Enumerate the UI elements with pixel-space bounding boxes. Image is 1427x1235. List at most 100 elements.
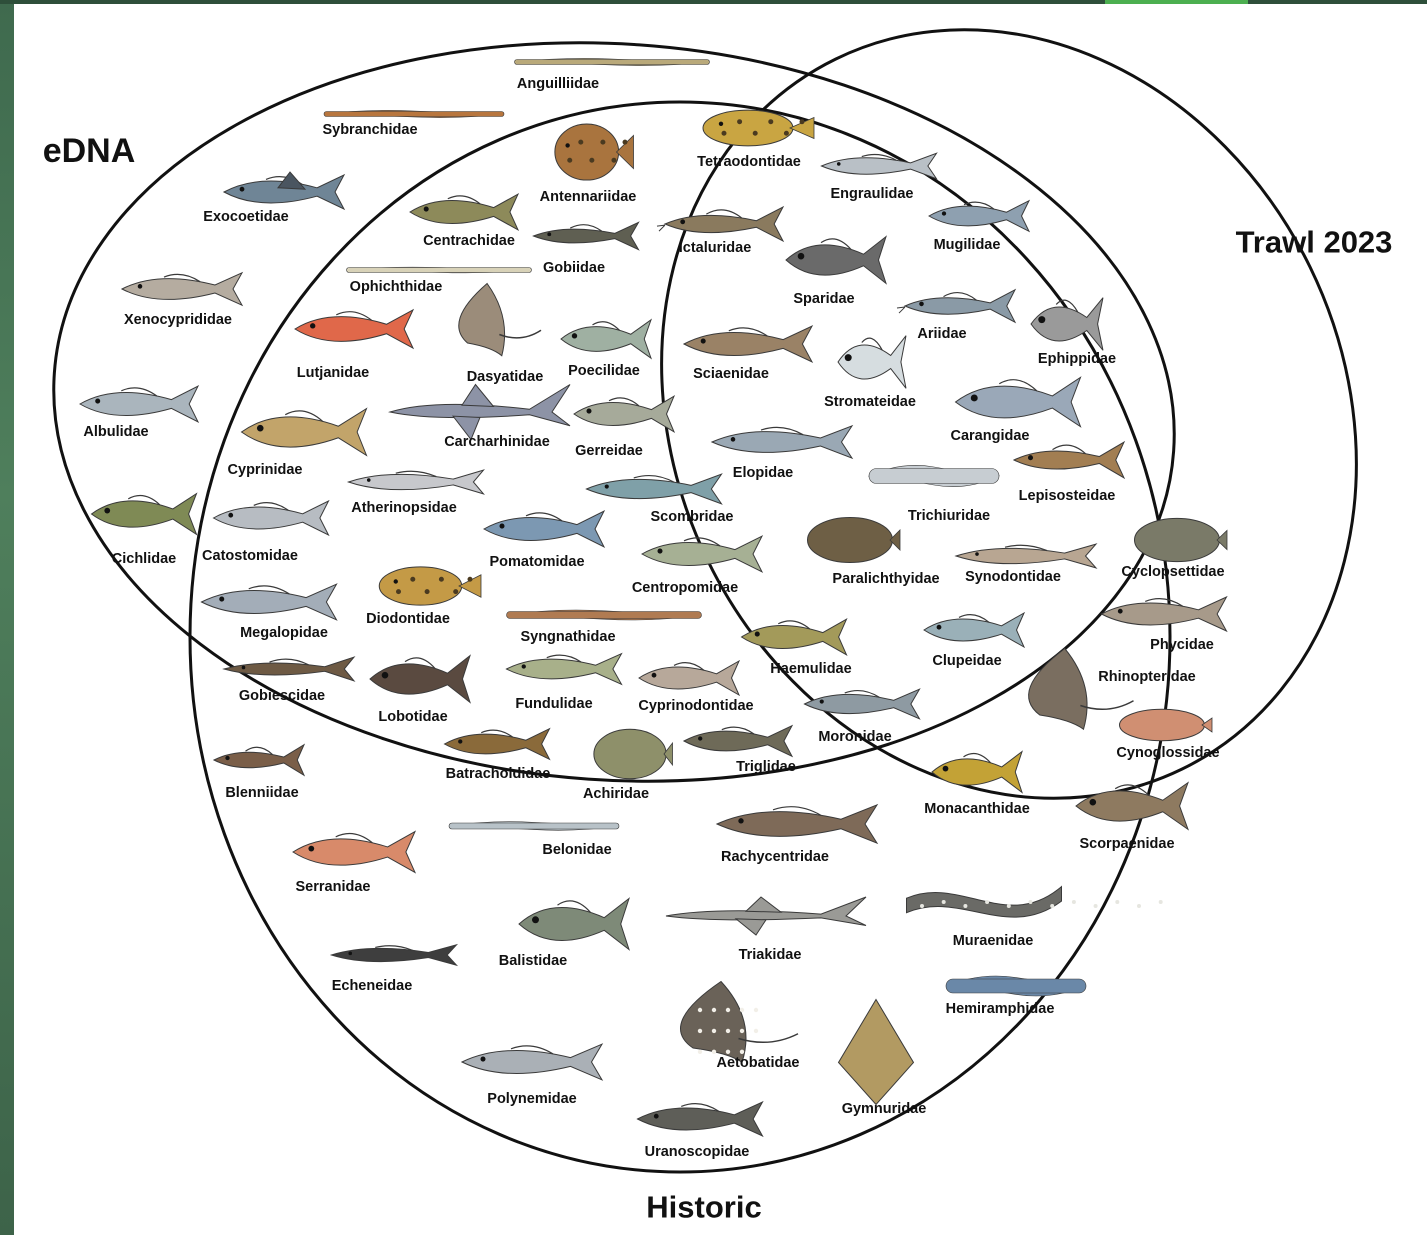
ariidae-catfish-icon	[897, 290, 1015, 322]
family-label-achiridae: Achiridae	[583, 787, 649, 802]
ictaluridae-catfish-icon	[657, 207, 783, 241]
anguilliidae-eel-icon	[515, 58, 710, 65]
cynoglossidae-flatfish-icon	[1120, 709, 1213, 741]
family-label-gerreidae: Gerreidae	[575, 444, 643, 459]
family-label-centrachidae: Centrachidae	[423, 234, 515, 249]
family-label-carangidae: Carangidae	[951, 429, 1030, 444]
triakidae-shark-icon	[666, 897, 866, 935]
family-label-gymnuridae: Gymnuridae	[842, 1102, 927, 1117]
family-label-balistidae: Balistidae	[499, 954, 568, 969]
family-label-rhinopteridae: Rhinopteridae	[1098, 670, 1195, 685]
blenniidae-goby-icon	[214, 745, 304, 776]
trichiuridae-eel-icon	[869, 465, 999, 486]
family-label-carcharhinidae: Carcharhinidae	[444, 435, 550, 450]
family-label-exocoetidae: Exocoetidae	[203, 210, 288, 225]
clupeidae-fish-icon	[924, 613, 1024, 647]
poecilidae-fish-icon	[561, 320, 651, 358]
pomatomidae-fish-icon	[484, 511, 604, 547]
family-label-lepisosteidae: Lepisosteidae	[1019, 489, 1116, 504]
diodontidae-pufferfish-icon	[379, 567, 481, 605]
triglidae-fish-icon	[684, 726, 792, 757]
family-label-triglidae: Triglidae	[736, 760, 796, 775]
family-label-sybranchidae: Sybranchidae	[322, 123, 417, 138]
family-label-cyprinidae: Cyprinidae	[228, 463, 303, 478]
family-label-lobotidae: Lobotidae	[378, 710, 447, 725]
sparidae-fish-icon	[786, 237, 886, 284]
family-label-monacanthidae: Monacanthidae	[924, 802, 1030, 817]
xenocyprididae-fish-icon	[122, 273, 242, 305]
family-label-scombridae: Scombridae	[651, 510, 734, 525]
family-label-batrachoididae: Batrachoididae	[446, 767, 551, 782]
family-label-synodontidae: Synodontidae	[965, 570, 1061, 585]
family-label-cyprinodontidae: Cyprinodontidae	[638, 699, 753, 714]
stromateidae-fish-icon	[838, 336, 906, 389]
mugilidae-fish-icon	[929, 201, 1029, 232]
muraenidae-moray-icon	[907, 887, 1163, 918]
syngnathidae-pipefish-icon	[507, 610, 702, 620]
family-label-engraulidae: Engraulidae	[831, 187, 914, 202]
monacanthidae-fish-icon	[932, 752, 1022, 793]
rhinopteridae-stingray-icon	[1029, 649, 1134, 730]
family-label-megalopidae: Megalopidae	[240, 626, 328, 641]
ophichthidae-eel-icon	[347, 267, 532, 273]
family-label-sparidae: Sparidae	[793, 292, 854, 307]
set-label-historic: Historic	[646, 1192, 761, 1223]
family-label-mugilidae: Mugilidae	[934, 238, 1001, 253]
gobiidae-goby-icon	[534, 222, 639, 249]
albulidae-fish-icon	[80, 386, 198, 422]
cyprinodontidae-fish-icon	[639, 661, 739, 695]
family-label-uranoscopidae: Uranoscopidae	[645, 1145, 750, 1160]
family-label-pomatomidae: Pomatomidae	[489, 555, 584, 570]
carcharhinidae-shark-icon	[390, 385, 570, 440]
family-label-tetraodontidae: Tetraodontidae	[697, 155, 801, 170]
belonidae-needlefish-icon	[449, 822, 619, 831]
family-label-gobiescidae: Gobiescidae	[239, 689, 325, 704]
family-label-dasyatidae: Dasyatidae	[467, 370, 544, 385]
family-label-triakidae: Triakidae	[739, 948, 802, 963]
rachycentridae-fish-icon	[717, 805, 877, 843]
family-label-ophichthidae: Ophichthidae	[350, 280, 443, 295]
hemiramphidae-needlefish-icon	[946, 976, 1086, 996]
antennariidae-frogfish-icon	[555, 124, 634, 180]
exocoetidae-flyingfish-icon	[224, 172, 344, 209]
family-label-belonidae: Belonidae	[542, 843, 611, 858]
family-label-ephippidae: Ephippidae	[1038, 352, 1116, 367]
lutjanidae-fish-icon	[295, 310, 413, 348]
family-label-phycidae: Phycidae	[1150, 638, 1214, 653]
phycidae-fish-icon	[1102, 597, 1227, 631]
scombridae-fish-icon	[587, 474, 722, 504]
family-label-albulidae: Albulidae	[83, 425, 148, 440]
set-label-edna: eDNA	[43, 134, 136, 168]
family-label-blenniidae: Blenniidae	[225, 786, 298, 801]
family-label-ictaluridae: Ictaluridae	[679, 241, 752, 256]
family-label-muraenidae: Muraenidae	[953, 934, 1034, 949]
family-label-trichiuridae: Trichiuridae	[908, 509, 990, 524]
family-label-centropomidae: Centropomidae	[632, 581, 738, 596]
set-label-trawl-2023: Trawl 2023	[1236, 227, 1393, 258]
lepisosteidae-gar-icon	[1014, 442, 1124, 478]
family-label-antennariidae: Antennariidae	[540, 190, 637, 205]
synodontidae-fish-icon	[956, 544, 1096, 568]
family-label-haemulidae: Haemulidae	[770, 662, 851, 677]
moronidae-fish-icon	[805, 689, 920, 719]
catostomidae-fish-icon	[214, 501, 329, 535]
family-label-elopidae: Elopidae	[733, 466, 793, 481]
atherinopsidae-fish-icon	[349, 470, 484, 494]
scorpaenidae-scorpionfish-icon	[1076, 783, 1188, 830]
paralichthyidae-flatfish-icon	[808, 518, 901, 563]
family-label-cyclopsettidae: Cyclopsettidae	[1121, 565, 1224, 580]
family-label-serranidae: Serranidae	[296, 880, 371, 895]
family-label-catostomidae: Catostomidae	[202, 549, 298, 564]
family-label-scorpaenidae: Scorpaenidae	[1079, 837, 1174, 852]
polynemidae-fish-icon	[462, 1044, 602, 1080]
family-label-aetobatidae: Aetobatidae	[717, 1056, 800, 1071]
venn-diagram	[14, 4, 1427, 1235]
batrachoididae-toadfish-icon	[445, 729, 550, 760]
family-label-rachycentridae: Rachycentridae	[721, 850, 829, 865]
dasyatidae-stingray-icon	[459, 284, 541, 356]
family-label-fundulidae: Fundulidae	[515, 697, 592, 712]
family-label-cynoglossidae: Cynoglossidae	[1116, 746, 1219, 761]
family-label-paralichthyidae: Paralichthyidae	[832, 572, 939, 587]
haemulidae-fish-icon	[742, 619, 847, 655]
